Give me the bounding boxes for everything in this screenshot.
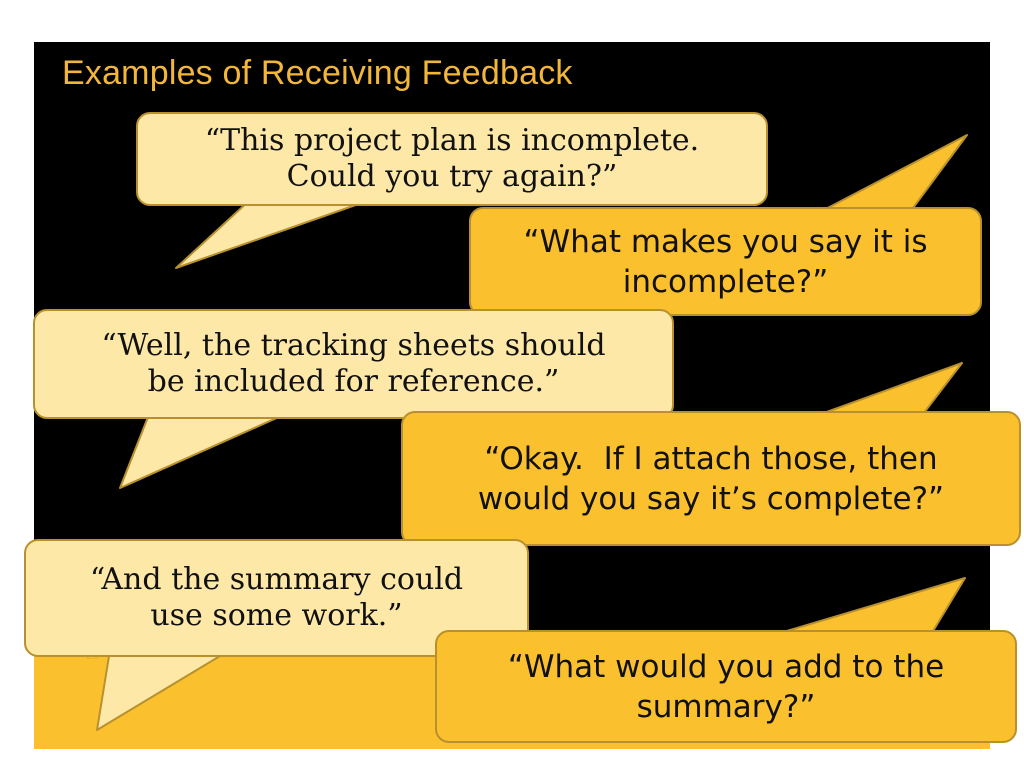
slide-title: Examples of Receiving Feedback xyxy=(62,54,573,92)
bubble-text-line: be included for reference.” xyxy=(147,364,560,399)
bubble-text-line: “Well, the tracking sheets should xyxy=(101,328,606,363)
bubble-text-line: “What would you add to the xyxy=(507,648,945,685)
bubble-text-line: summary?” xyxy=(636,688,816,725)
speech-bubble-giver-2: “Well, the tracking sheets should be inc… xyxy=(33,309,674,419)
speech-bubble-giver-1: “This project plan is incomplete. Could … xyxy=(136,112,768,206)
speech-bubble-receiver-2: “Okay. If I attach those, then would you… xyxy=(401,411,1021,546)
speech-bubble-giver-3: “And the summary could use some work.” xyxy=(24,539,529,657)
bubble-text-line: use some work.” xyxy=(150,598,403,633)
bubble-text-line: would you say it’s complete?” xyxy=(477,480,945,517)
speech-bubble-receiver-3: “What would you add to the summary?” xyxy=(435,630,1017,743)
bubble-text-line: Could you try again?” xyxy=(286,159,618,194)
bubble-text-line: “And the summary could xyxy=(89,562,464,597)
bubble-text-line: incomplete?” xyxy=(622,263,829,300)
speech-bubble-receiver-1: “What makes you say it is incomplete?” xyxy=(469,207,982,316)
bubble-text-line: “This project plan is incomplete. xyxy=(204,123,700,158)
bubble-text-line: “What makes you say it is xyxy=(523,223,928,260)
bubble-text-line: “Okay. If I attach those, then xyxy=(484,440,938,477)
